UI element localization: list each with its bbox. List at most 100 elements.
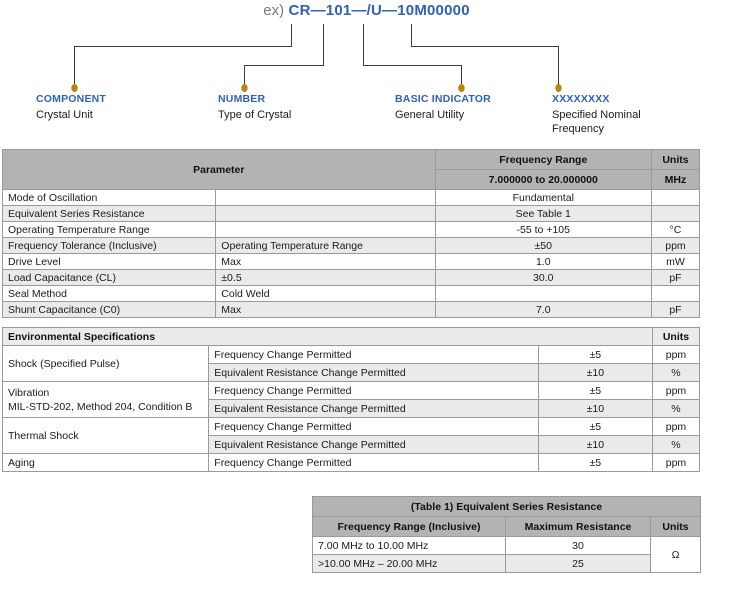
table-row: Equivalent Series Resistance See Table 1	[1, 205, 701, 222]
env-unit: ppm	[651, 345, 701, 364]
callout-frequency: XXXXXXXX Specified Nominal Frequency	[552, 93, 657, 136]
row-condition: Operating Temperature Range	[215, 237, 436, 254]
row-parameter: Mode of Oscillation	[1, 189, 217, 206]
row-condition	[215, 205, 436, 222]
table-row: Vibration MIL-STD-202, Method 204, Condi…	[1, 381, 701, 418]
table-row: Frequency Tolerance (Inclusive) Operatin…	[1, 237, 701, 254]
env-value: ±5	[537, 381, 653, 400]
row-condition: Max	[215, 301, 436, 318]
env-value: ±5	[537, 417, 653, 436]
table1-title: (Table 1) Equivalent Series Resistance	[312, 496, 701, 517]
env-unit: %	[651, 435, 701, 454]
row-unit	[650, 285, 701, 302]
row-value: ±50	[434, 237, 652, 254]
part-number-code: CR—101—/U—10M00000	[288, 2, 470, 19]
callout-basic-indicator: BASIC INDICATOR General Utility	[395, 93, 560, 122]
env-value: ±10	[537, 435, 653, 454]
row-parameter: Shunt Capacitance (C0)	[1, 301, 217, 318]
table-row: Shunt Capacitance (C0) Max 7.0 pF	[1, 301, 701, 318]
header-units: Units	[650, 149, 701, 170]
table1-unit-symbol: Ω	[650, 536, 701, 573]
table-row: Load Capacitance (CL) ±0.5 30.0 pF	[1, 269, 701, 286]
callout-title: NUMBER	[218, 93, 266, 105]
row-parameter: Operating Temperature Range	[1, 221, 217, 238]
row-parameter: Load Capacitance (CL)	[1, 269, 217, 286]
part-number-example: ex) CR—101—/U—10M00000	[0, 2, 733, 20]
row-unit: pF	[650, 301, 701, 318]
table-row: Drive Level Max 1.0 mW	[1, 253, 701, 270]
row-unit: pF	[650, 269, 701, 286]
row-value: 7.0	[434, 301, 652, 318]
row-condition: Max	[215, 253, 436, 270]
table-row: Operating Temperature Range -55 to +105 …	[1, 221, 701, 238]
env-header-title: Environmental Specifications	[2, 327, 653, 346]
table-row: Seal Method Cold Weld	[1, 285, 701, 302]
table-row: 7.00 MHz to 10.00 MHz 30 Ω	[312, 536, 701, 573]
table1-resistance: 25	[505, 554, 651, 573]
table-subheader-row: 7.000000 to 20.000000 MHz	[3, 169, 701, 190]
callout-dots	[71, 84, 562, 92]
env-group-name: Shock (Specified Pulse)	[8, 357, 120, 370]
env-value: ±5	[537, 453, 653, 472]
env-group-label: Thermal Shock	[1, 417, 210, 454]
env-unit: ppm	[651, 417, 701, 436]
table-row: Shock (Specified Pulse) Frequency Change…	[1, 345, 701, 382]
table1-range: 7.00 MHz to 10.00 MHz	[312, 536, 506, 555]
row-unit	[650, 189, 701, 206]
callout-description: Type of Crystal	[218, 109, 292, 121]
table1-range: >10.00 MHz – 20.00 MHz	[312, 554, 506, 573]
row-parameter: Frequency Tolerance (Inclusive)	[1, 237, 217, 254]
row-value: -55 to +105	[434, 221, 652, 238]
header-parameter: Parameter	[2, 149, 436, 190]
row-value: Fundamental	[434, 189, 652, 206]
env-group-label: Aging	[1, 453, 210, 472]
env-value: ±5	[537, 345, 653, 364]
example-prefix: ex)	[263, 2, 285, 19]
env-unit: %	[651, 399, 701, 418]
env-test-name: Frequency Change Permitted	[208, 345, 539, 364]
env-test-name: Equivalent Resistance Change Permitted	[208, 435, 539, 454]
env-group-standard: MIL-STD-202, Method 204, Condition B	[8, 400, 193, 413]
table-header-row: Parameter Frequency Range Units	[2, 149, 701, 190]
env-test-name: Frequency Change Permitted	[208, 453, 539, 472]
env-group-label: Vibration MIL-STD-202, Method 204, Condi…	[1, 381, 210, 418]
env-group-name: Vibration	[8, 386, 50, 399]
callout-title: BASIC INDICATOR	[395, 93, 491, 105]
table1-header-row: Frequency Range (Inclusive) Maximum Resi…	[312, 516, 701, 537]
parameter-table: Parameter Frequency Range Units 7.000000…	[1, 149, 701, 318]
row-condition	[215, 189, 436, 206]
callout-title: COMPONENT	[36, 93, 107, 105]
table-row: Mode of Oscillation Fundamental	[1, 189, 701, 206]
table-row: Thermal Shock Frequency Change Permitted…	[1, 417, 701, 454]
env-unit: ppm	[651, 381, 701, 400]
table-row: >10.00 MHz – 20.00 MHz 25	[312, 554, 701, 573]
row-value: 1.0	[434, 253, 652, 270]
row-unit: °C	[650, 221, 701, 238]
table1-title-row: (Table 1) Equivalent Series Resistance	[312, 496, 701, 517]
env-value: ±10	[537, 399, 653, 418]
callout-description: Crystal Unit	[36, 109, 93, 121]
row-unit: ppm	[650, 237, 701, 254]
row-value	[434, 285, 652, 302]
env-header-units: Units	[651, 327, 701, 346]
callout-component: COMPONENT Crystal Unit	[36, 93, 201, 122]
env-test-name: Frequency Change Permitted	[208, 417, 539, 436]
row-condition: Cold Weld	[215, 285, 436, 302]
env-test-name: Equivalent Resistance Change Permitted	[208, 399, 539, 418]
table1-resistance: 30	[505, 536, 651, 555]
env-group-name: Thermal Shock	[8, 429, 79, 442]
callout-number: NUMBER Type of Crystal	[218, 93, 383, 122]
table1-header-range: Frequency Range (Inclusive)	[312, 516, 506, 537]
row-parameter: Seal Method	[1, 285, 217, 302]
row-parameter: Drive Level	[1, 253, 217, 270]
table1-esr-table: (Table 1) Equivalent Series Resistance F…	[312, 496, 701, 573]
row-unit	[650, 205, 701, 222]
env-value: ±10	[537, 363, 653, 382]
callout-description: Specified Nominal Frequency	[552, 109, 641, 135]
callout-title: XXXXXXXX	[552, 93, 610, 105]
row-condition	[215, 221, 436, 238]
row-parameter: Equivalent Series Resistance	[1, 205, 217, 222]
table1-header-resistance: Maximum Resistance	[505, 516, 651, 537]
row-unit: mW	[650, 253, 701, 270]
env-group-label: Shock (Specified Pulse)	[1, 345, 210, 382]
